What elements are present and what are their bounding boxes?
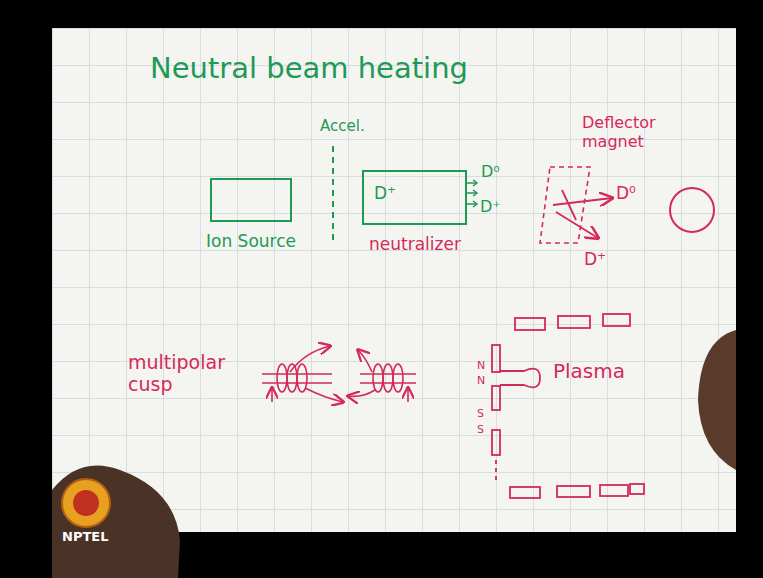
- hand: [52, 466, 180, 578]
- cusp-label: multipolar cusp: [128, 352, 240, 396]
- accel-label: Accel.: [320, 118, 365, 135]
- hand: [698, 330, 736, 470]
- accel-grid: [332, 146, 334, 240]
- cusp-magnets: [262, 346, 416, 402]
- plasma-circle: [670, 188, 714, 232]
- beam-arrows: [466, 180, 477, 207]
- species-label: D⁰: [616, 184, 636, 204]
- species-label: D⁺: [584, 250, 606, 270]
- ion-source-box: Ion Source: [210, 178, 292, 222]
- paper: [52, 28, 736, 532]
- pole-label: S: [477, 424, 484, 437]
- deflector-magnet: Deflector magnet: [538, 165, 592, 245]
- watermark: NPTEL: [62, 530, 108, 545]
- species-label: D⁺: [480, 198, 501, 216]
- plasma-label: Plasma: [553, 360, 625, 383]
- ion-species: D⁺: [374, 184, 396, 204]
- box-label: neutralizer: [369, 235, 461, 255]
- species-label: D⁰: [481, 163, 500, 181]
- pole-label: N: [477, 375, 485, 388]
- neutralizer-box: D⁺neutralizer: [362, 170, 467, 225]
- deflected-beams: [553, 190, 612, 238]
- magnet-outline: [538, 165, 592, 245]
- pole-label: N: [477, 360, 485, 373]
- magnet-label: Deflector magnet: [582, 114, 678, 151]
- title: Neutral beam heating: [150, 52, 468, 85]
- logo-center: [73, 490, 99, 516]
- pole-label: S: [477, 408, 484, 421]
- grid: [52, 28, 736, 532]
- wall-magnets: [492, 314, 644, 498]
- logo-gear: [62, 479, 110, 527]
- box-label: Ion Source: [206, 232, 296, 252]
